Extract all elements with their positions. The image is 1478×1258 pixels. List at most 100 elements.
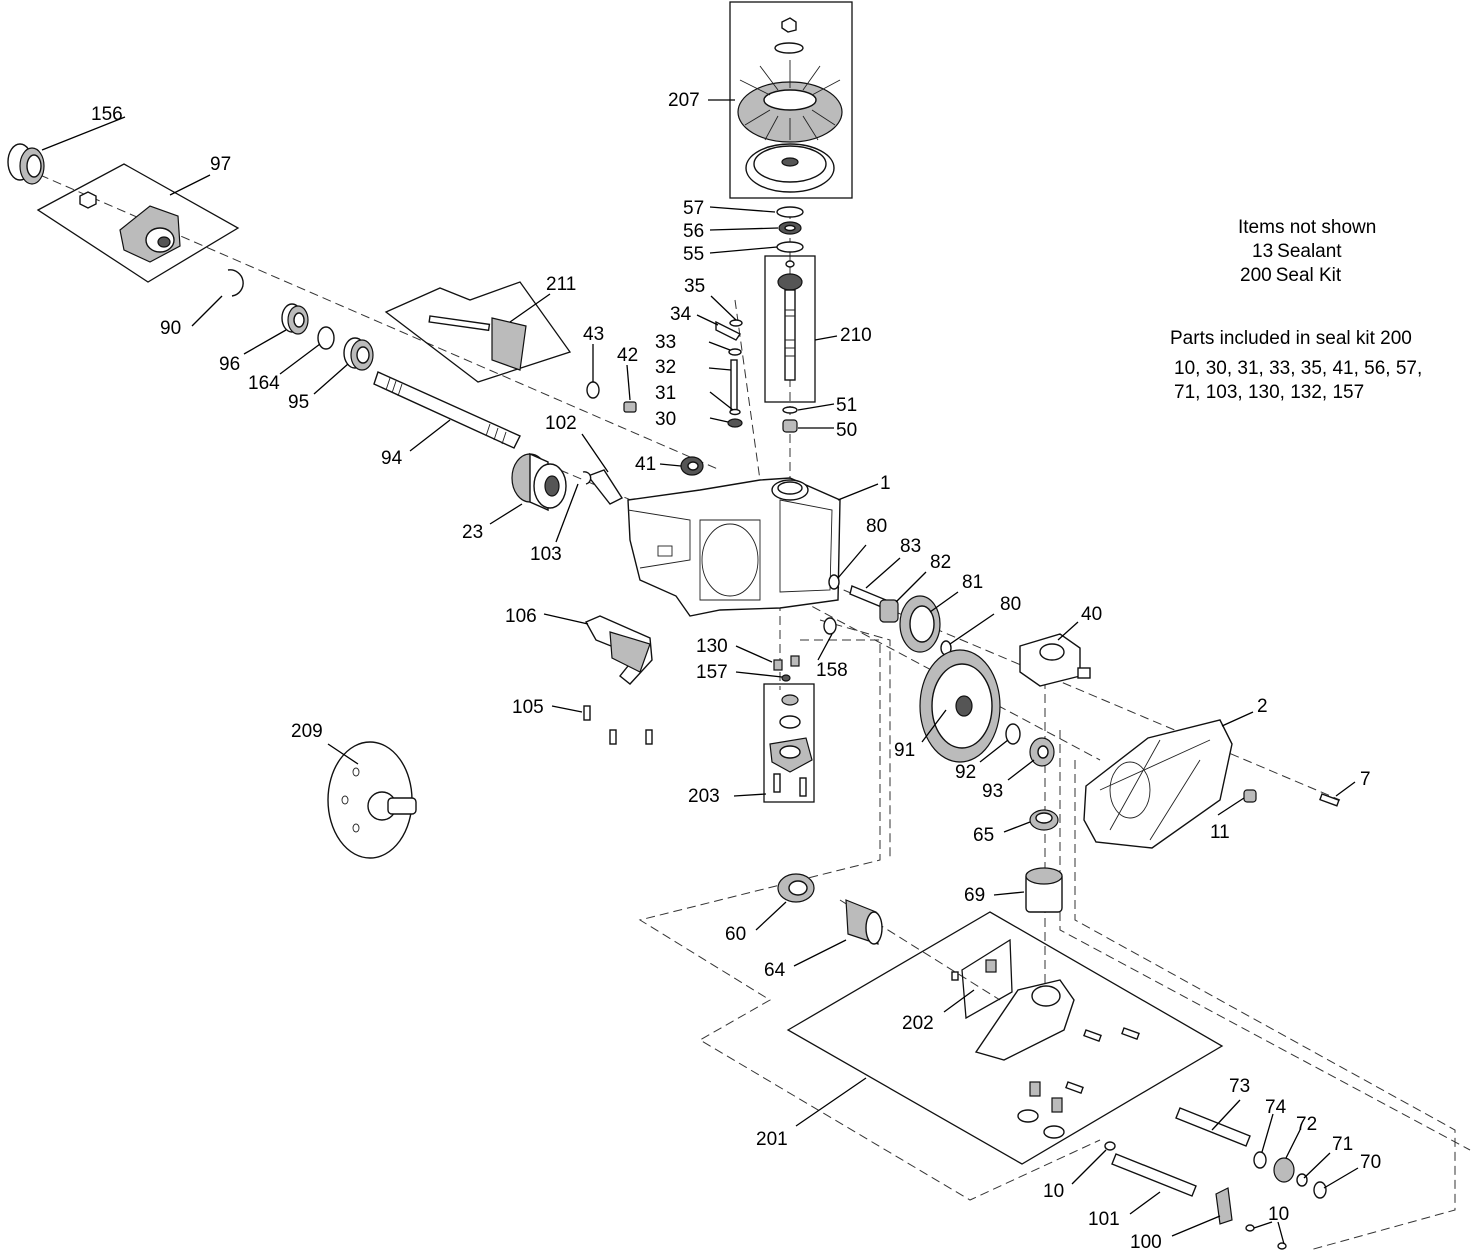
frame-201 xyxy=(786,911,1224,1165)
callout-10a: 10 xyxy=(1043,1181,1064,1202)
callout-96: 96 xyxy=(219,354,240,375)
callout-97: 97 xyxy=(210,154,231,175)
washer-74 xyxy=(1253,1151,1267,1169)
callout-82: 82 xyxy=(930,552,951,573)
callout-56: 56 xyxy=(683,221,704,242)
callout-91: 91 xyxy=(894,740,915,761)
bearing-95 xyxy=(343,337,374,371)
brake-arm-102 xyxy=(586,469,624,505)
callout-156: 156 xyxy=(91,104,123,125)
callout-83: 83 xyxy=(900,536,921,557)
callout-30: 30 xyxy=(655,409,676,430)
frame-97 xyxy=(36,163,240,283)
bypass-stack xyxy=(715,319,743,428)
hub-97 xyxy=(79,191,181,263)
callout-101: 101 xyxy=(1088,1209,1120,1230)
bearing-50 xyxy=(782,419,798,433)
callout-33: 33 xyxy=(655,332,676,353)
block-40 xyxy=(1019,633,1091,687)
gear-72 xyxy=(1273,1157,1295,1183)
o-ring-10b xyxy=(1245,1224,1255,1232)
fan-pulley-207 xyxy=(737,17,843,193)
ring-51 xyxy=(782,406,798,414)
callout-103: 103 xyxy=(530,544,562,565)
frame-211 xyxy=(384,281,572,383)
cover-2 xyxy=(1083,719,1233,849)
leader-lines xyxy=(41,99,1359,1245)
disc-209 xyxy=(327,741,417,859)
bracket-211 xyxy=(428,315,527,371)
callout-92: 92 xyxy=(955,762,976,783)
callout-57: 57 xyxy=(683,198,704,219)
shaft-101 xyxy=(1111,1153,1197,1197)
callout-80a: 80 xyxy=(866,516,887,537)
bearing-156 xyxy=(7,143,45,185)
callout-102: 102 xyxy=(545,413,577,434)
callout-90: 90 xyxy=(160,318,181,339)
bushing-42 xyxy=(623,401,637,413)
o-ring-157 xyxy=(781,674,791,682)
callout-10b: 10 xyxy=(1268,1204,1289,1225)
gear-81 xyxy=(899,595,941,653)
callout-106: 106 xyxy=(505,606,537,627)
callout-43: 43 xyxy=(583,324,604,345)
pump-shaft-210 xyxy=(777,260,803,381)
bearing-96 xyxy=(281,303,309,335)
callout-41: 41 xyxy=(635,454,656,475)
seal-kit-line: 71, 103, 130, 132, 157 xyxy=(1174,382,1365,403)
callout-11: 11 xyxy=(1210,822,1230,843)
callout-81: 81 xyxy=(962,572,983,593)
callout-64: 64 xyxy=(764,960,786,981)
callout-1: 1 xyxy=(880,473,891,494)
callout-100: 100 xyxy=(1130,1232,1162,1253)
callout-209: 209 xyxy=(291,721,323,742)
o-ring-10a xyxy=(1104,1141,1116,1151)
snap-ring-90 xyxy=(227,269,244,297)
callout-164: 164 xyxy=(248,373,280,394)
seal-kit-note: Parts included in seal kit 200 10, 30, 3… xyxy=(1170,327,1422,405)
main-housing-1 xyxy=(627,477,841,617)
callout-94: 94 xyxy=(381,448,403,469)
callout-35: 35 xyxy=(684,276,705,297)
valve-kit-203 xyxy=(769,694,813,797)
nut-11 xyxy=(1243,789,1257,803)
callout-55: 55 xyxy=(683,244,704,265)
plug-130 xyxy=(773,659,783,671)
callout-95: 95 xyxy=(288,392,309,413)
cylinder-64 xyxy=(845,899,883,945)
callout-203: 203 xyxy=(688,786,720,807)
frame-202 xyxy=(961,938,1013,1020)
callout-7: 7 xyxy=(1360,769,1371,790)
washer-70 xyxy=(1313,1181,1327,1199)
washer-158 xyxy=(823,617,837,635)
bearing-93 xyxy=(1029,737,1055,767)
callout-207: 207 xyxy=(668,90,700,111)
callout-202: 202 xyxy=(902,1013,934,1034)
key-103 xyxy=(582,471,592,485)
gear-82 xyxy=(879,599,899,623)
callout-105: 105 xyxy=(512,697,544,718)
callout-211: 211 xyxy=(546,274,576,295)
washer-43 xyxy=(586,381,600,399)
shaft-73 xyxy=(1175,1107,1251,1147)
washer-80a xyxy=(828,574,840,590)
retaining-ring-57 xyxy=(776,206,804,218)
callout-201: 201 xyxy=(756,1129,788,1150)
callout-32: 32 xyxy=(655,357,676,378)
callout-210: 210 xyxy=(840,325,872,346)
washer-55 xyxy=(776,241,804,253)
callout-labels: 207 57 56 55 210 51 50 35 34 33 32 31 30… xyxy=(91,90,1381,1253)
callout-34: 34 xyxy=(670,304,692,325)
bracket-106 xyxy=(583,615,653,745)
callout-72: 72 xyxy=(1296,1114,1317,1135)
callout-158: 158 xyxy=(816,660,848,681)
washer-164 xyxy=(317,326,335,350)
callout-71: 71 xyxy=(1332,1134,1353,1155)
callout-80b: 80 xyxy=(1000,594,1021,615)
callout-31: 31 xyxy=(655,383,676,404)
frame-210 xyxy=(764,255,816,403)
kit-frames xyxy=(36,1,1224,1165)
